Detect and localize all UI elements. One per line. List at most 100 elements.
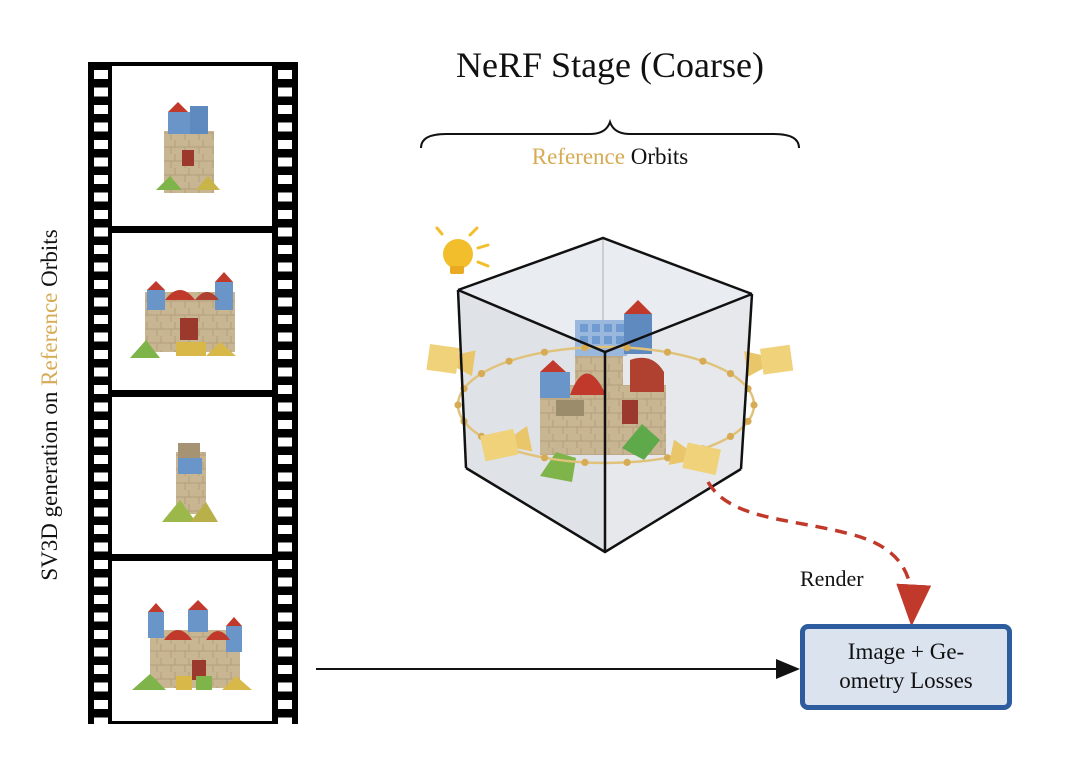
orbit-dot	[726, 432, 735, 440]
orbit-dot	[581, 458, 589, 466]
sprocket-hole	[278, 350, 292, 359]
sprocket-hole	[94, 105, 108, 114]
sprocket-hole	[278, 367, 292, 377]
stage-title: NeRF Stage (Coarse)	[456, 45, 764, 85]
film-sprockets	[94, 70, 292, 727]
sprocket-hole	[278, 507, 292, 517]
sprocket-hole	[94, 700, 108, 709]
sprocket-hole	[278, 647, 292, 657]
sprocket-hole	[278, 175, 292, 184]
sprocket-hole	[94, 647, 108, 657]
sprocket-hole	[278, 315, 292, 324]
film-strip	[88, 62, 298, 727]
sprocket-hole	[94, 87, 108, 97]
sprocket-hole	[94, 192, 108, 202]
orbits-label-rest: Orbits	[624, 144, 689, 169]
sprocket-hole	[94, 665, 108, 674]
castle-view-1	[156, 102, 220, 193]
sprocket-hole	[278, 717, 292, 727]
orbit-dot	[623, 458, 631, 466]
sprocket-hole	[94, 332, 108, 342]
sprocket-hole	[94, 560, 108, 569]
sprocket-hole	[94, 717, 108, 727]
sprocket-hole	[278, 682, 292, 692]
sprocket-hole	[94, 472, 108, 482]
orbit-dot	[726, 370, 735, 378]
loss-box-label: Image + Ge-ometry Losses	[839, 639, 973, 693]
sprocket-hole	[94, 682, 108, 692]
sprocket-hole	[278, 665, 292, 674]
orbits-label-highlight: Reference	[531, 144, 625, 169]
orbit-brace	[420, 118, 800, 149]
orbit-dot	[581, 344, 589, 352]
sprocket-hole	[278, 332, 292, 342]
sprocket-hole	[278, 700, 292, 709]
sprocket-hole	[278, 525, 292, 534]
sprocket-hole	[278, 472, 292, 482]
sprocket-hole	[278, 560, 292, 569]
orbit-dot	[505, 357, 513, 365]
orbit-dot	[623, 344, 631, 352]
castle-view-3	[162, 443, 218, 522]
sprocket-hole	[94, 402, 108, 412]
orbit-dot	[540, 454, 549, 462]
side-label-highlight: Reference	[37, 292, 62, 386]
orbit-dot	[750, 401, 758, 409]
sprocket-hole	[278, 122, 292, 132]
light-bulb-icon	[435, 226, 490, 274]
side-label-prefix: SV3D generation on	[37, 385, 62, 581]
orbit-dot	[454, 401, 462, 409]
nerf-cube-edges	[456, 236, 754, 554]
sprocket-hole	[94, 630, 108, 639]
sprocket-hole	[278, 385, 292, 394]
sprocket-hole	[278, 297, 292, 307]
sprocket-hole	[94, 490, 108, 499]
sprocket-hole	[94, 525, 108, 534]
sprocket-hole	[94, 542, 108, 552]
sprocket-hole	[94, 245, 108, 254]
orbit-dot	[744, 417, 752, 425]
sprocket-hole	[94, 455, 108, 464]
sprocket-hole	[94, 577, 108, 587]
sprocket-hole	[94, 122, 108, 132]
sprocket-hole	[94, 280, 108, 289]
sprocket-hole	[278, 227, 292, 237]
sprocket-hole	[94, 350, 108, 359]
sprocket-hole	[94, 210, 108, 219]
sprocket-hole	[278, 455, 292, 464]
castle-view-2	[130, 272, 236, 358]
camera-icon	[480, 426, 533, 462]
loss-box: Image + Ge-ometry Losses	[800, 624, 1012, 710]
sprocket-hole	[278, 245, 292, 254]
sprocket-hole	[278, 542, 292, 552]
sprocket-hole	[94, 262, 108, 272]
sprocket-hole	[94, 420, 108, 429]
sprocket-hole	[94, 437, 108, 447]
sprocket-hole	[278, 140, 292, 149]
camera-icon	[744, 344, 794, 377]
sprocket-hole	[94, 385, 108, 394]
sprocket-hole	[278, 70, 292, 79]
sprocket-hole	[278, 280, 292, 289]
sprocket-hole	[278, 595, 292, 604]
orbit-dot	[663, 348, 672, 356]
sprocket-hole	[278, 630, 292, 639]
orbit-dot	[663, 454, 672, 462]
render-label: Render	[800, 566, 864, 591]
side-label-suffix: Orbits	[37, 229, 62, 293]
sprocket-hole	[278, 577, 292, 587]
sprocket-hole	[94, 612, 108, 622]
render-arrow	[706, 481, 932, 627]
castle-3d-model	[540, 300, 666, 482]
sprocket-hole	[278, 437, 292, 447]
sprocket-hole	[278, 262, 292, 272]
sprocket-hole	[278, 192, 292, 202]
sprocket-hole	[94, 315, 108, 324]
orbit-dot	[699, 357, 707, 365]
sprocket-hole	[278, 157, 292, 167]
camera-icon	[668, 439, 721, 475]
sprocket-hole	[94, 157, 108, 167]
sprocket-hole	[94, 595, 108, 604]
sprocket-hole	[278, 612, 292, 622]
